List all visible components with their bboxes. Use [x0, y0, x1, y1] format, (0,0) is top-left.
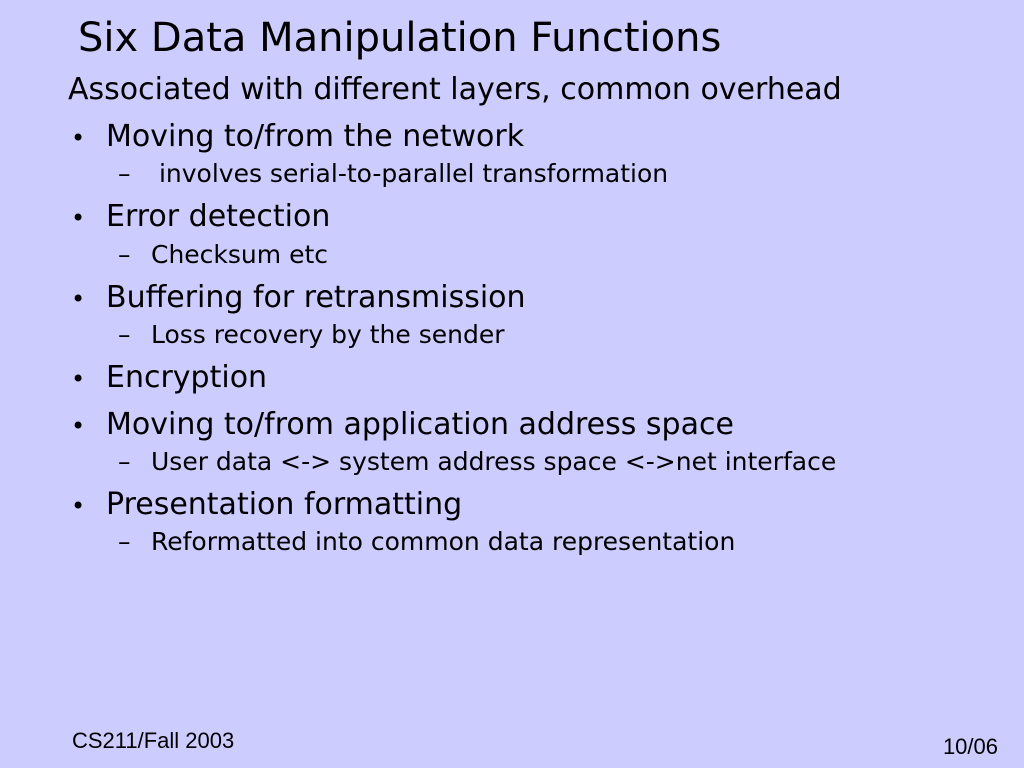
bullet-item: • Moving to/from the network – involves …: [68, 118, 968, 190]
dash-icon: –: [118, 527, 131, 557]
bullet-item: • Presentation formatting – Reformatted …: [68, 486, 968, 558]
sub-item: – User data <-> system address space <->…: [106, 446, 851, 478]
bullet-item: • Error detection – Checksum etc: [68, 198, 968, 270]
sub-item: – Reformatted into common data represent…: [106, 526, 968, 558]
bullet-icon: •: [71, 124, 86, 152]
bullet-text: Presentation formatting: [106, 486, 463, 522]
dash-icon: –: [118, 159, 131, 189]
sub-list: – involves serial-to-parallel transforma…: [106, 158, 968, 190]
sub-list: – Loss recovery by the sender: [106, 319, 968, 351]
bullet-text: Buffering for retransmission: [106, 279, 526, 315]
sub-text: involves serial-to-parallel transformati…: [151, 159, 669, 189]
bullet-icon: •: [71, 491, 86, 520]
bullet-item: • Buffering for retransmission – Loss re…: [68, 279, 968, 351]
bullet-icon: •: [71, 204, 86, 233]
bullet-item: • Moving to/from application address spa…: [68, 406, 968, 478]
sub-item: – Checksum etc: [106, 239, 968, 271]
bullet-text: Error detection: [106, 199, 331, 235]
slide-title: Six Data Manipulation Functions: [78, 15, 722, 61]
bullet-icon: •: [71, 284, 86, 313]
dash-icon: –: [118, 239, 131, 269]
bullet-list: • Moving to/from the network – involves …: [68, 118, 968, 558]
sub-text: Loss recovery by the sender: [151, 320, 505, 350]
slide-body: Associated with different layers, common…: [68, 72, 968, 566]
footer-course: CS211/Fall 2003: [72, 728, 235, 753]
sub-text: User data <-> system address space <->ne…: [151, 446, 837, 476]
dash-icon: –: [118, 320, 131, 350]
sub-item: – Loss recovery by the sender: [106, 319, 968, 351]
bullet-item: • Encryption: [68, 359, 968, 397]
bullet-text: Encryption: [106, 360, 268, 396]
dash-icon: –: [118, 446, 131, 476]
sub-list: – User data <-> system address space <->…: [106, 446, 968, 478]
footer-date: 10/06: [942, 734, 998, 759]
sub-list: – Checksum etc: [106, 239, 968, 271]
sub-item: – involves serial-to-parallel transforma…: [106, 158, 968, 190]
sub-text: Checksum etc: [151, 239, 329, 269]
bullet-text: Moving to/from application address space: [106, 406, 734, 442]
sub-list: – Reformatted into common data represent…: [106, 526, 968, 558]
bullet-icon: •: [71, 411, 86, 440]
sub-text: Reformatted into common data representat…: [151, 527, 736, 557]
intro-text: Associated with different layers, common…: [68, 72, 842, 107]
bullet-icon: •: [71, 365, 86, 394]
bullet-text: Moving to/from the network: [106, 119, 525, 154]
